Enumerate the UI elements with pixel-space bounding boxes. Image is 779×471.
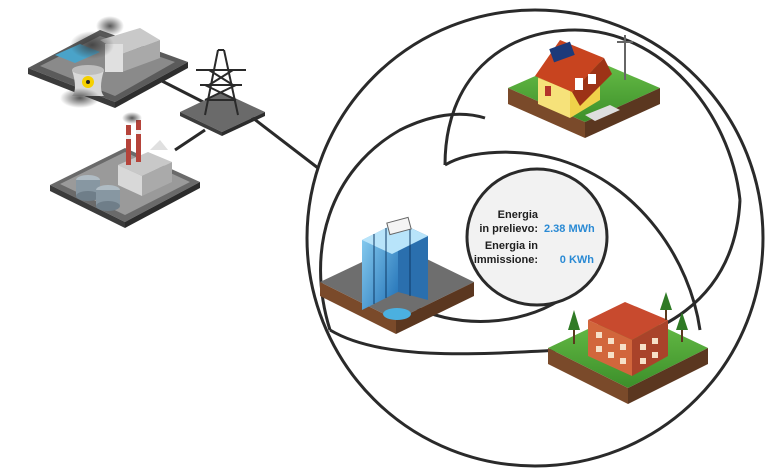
network-circles xyxy=(305,8,765,468)
energy-info-circle xyxy=(465,167,609,307)
nuclear-plant-icon xyxy=(28,16,188,108)
immissione-value: 0 KWh xyxy=(560,254,595,266)
power-pylon-icon xyxy=(180,49,265,136)
prelievo-label-line1: Energia xyxy=(498,209,539,221)
hotel-building-icon xyxy=(548,292,708,404)
prelievo-label-line2: in prelievo: xyxy=(479,223,538,235)
swirl-arc-inner-right xyxy=(444,150,702,331)
prelievo-value: 2.38 MWh xyxy=(544,223,595,235)
swirl-arc-top xyxy=(443,28,742,201)
pylon-to-network-line xyxy=(244,110,319,170)
office-building-icon xyxy=(320,216,474,334)
factory-icon xyxy=(50,112,200,228)
factory-to-pylon-line xyxy=(174,128,206,152)
solar-house-icon xyxy=(508,35,660,138)
immissione-label-line1: Energia in xyxy=(485,240,538,252)
energy-info-panel: Energia in prelievo: 2.38 MWh Energia in… xyxy=(474,209,595,266)
outer-circle xyxy=(305,8,765,468)
swirl-arc-left xyxy=(319,112,486,331)
immissione-label-line2: immissione: xyxy=(474,254,538,266)
